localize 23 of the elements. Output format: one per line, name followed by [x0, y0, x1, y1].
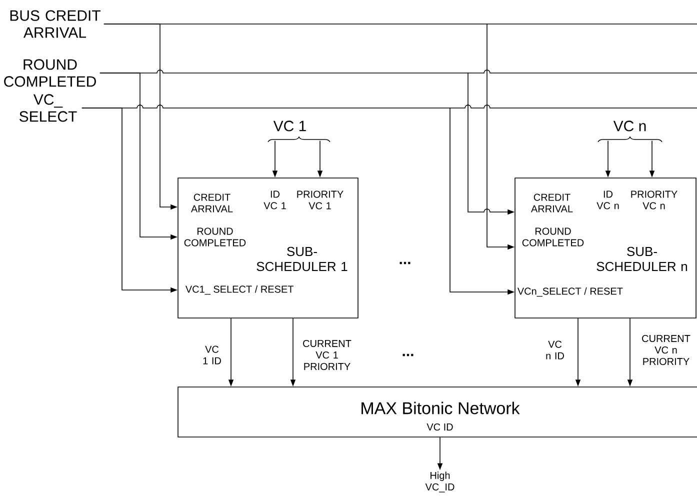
- ellipsis: ...: [402, 354, 414, 356]
- signal-label: BUS CREDIT ARRIVAL: [10, 10, 100, 38]
- port-label: VCn_SELECT / RESET: [517, 287, 623, 297]
- port-label: VC1_ SELECT / RESET: [185, 285, 294, 295]
- signal-label: VC_ SELECT: [20, 94, 77, 122]
- brace-label: VC 1: [273, 120, 306, 132]
- port-label: PRIORITY VC n: [631, 190, 678, 210]
- edge-label: VC 1 ID: [196, 344, 228, 366]
- port-label: CREDIT ARRIVAL: [191, 194, 233, 212]
- edge-label: CURRENT VC 1 PRIORITY: [300, 338, 354, 372]
- edge-label: CURRENT VC n PRIORITY: [638, 334, 694, 366]
- brace-label: VC n: [613, 120, 646, 132]
- port-label: ROUND COMPLETED: [522, 228, 584, 246]
- port-label: VC ID: [426, 423, 453, 431]
- port-label: ID VC n: [596, 190, 619, 210]
- port-label: CREDIT ARRIVAL: [531, 194, 573, 212]
- port-label: ID VC 1: [264, 190, 286, 210]
- edge-label: VC n ID: [539, 340, 571, 360]
- output-label: High VC_ID: [425, 472, 454, 492]
- ellipsis: ...: [400, 262, 410, 264]
- signal-label: ROUND COMPLETED: [4, 59, 96, 87]
- port-label: PRIORITY VC 1: [297, 190, 344, 210]
- port-label: ROUND COMPLETED: [184, 228, 246, 246]
